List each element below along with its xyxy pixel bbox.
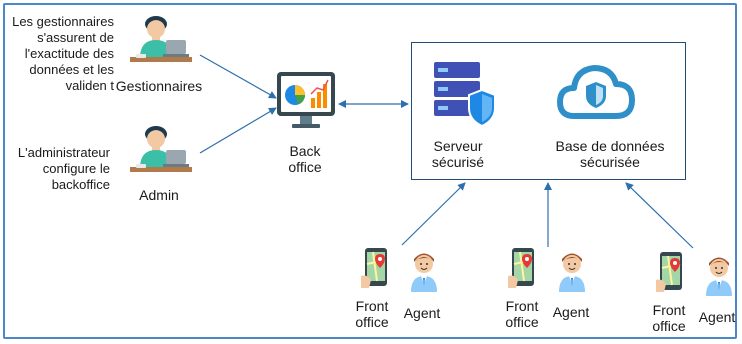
agent-label-3: Agent (698, 309, 736, 325)
front-office-phone-map-icon-2 (508, 248, 534, 288)
agent-avatar-icon-3 (706, 257, 732, 296)
front-office-label-2: Front office (505, 298, 539, 330)
secure-cloud-database-icon (557, 65, 635, 119)
arrow-managers-to-backoffice (199, 54, 277, 99)
admin-at-desk-icon (130, 126, 192, 172)
front-office-label-3: Front office (652, 302, 686, 334)
server-label: Serveur sécurisé (431, 138, 485, 170)
admin-label: Admin (139, 187, 179, 203)
arrow-admin-to-backoffice (199, 107, 277, 154)
agent-avatar-icon-2 (559, 253, 585, 292)
managers-note: Les gestionnaires s'assurent de l'exacti… (12, 14, 114, 93)
agent-avatar-icon-1 (411, 253, 437, 292)
managers-label: Gestionnaires (115, 78, 203, 94)
agent-label-2: Agent (552, 304, 590, 320)
secure-server-icon (434, 62, 496, 128)
arrow-front1-to-server (401, 182, 466, 246)
agent-label-1: Agent (403, 305, 441, 321)
manager-at-desk-icon (130, 16, 192, 62)
database-label: Base de données sécurisée (555, 138, 665, 170)
arrow-front3-to-server (625, 182, 694, 249)
admin-note: L'administrateur configure le backoffice (17, 145, 110, 192)
front-office-phone-map-icon-1 (361, 248, 387, 288)
front-office-label-1: Front office (355, 298, 389, 330)
diagram-frame (3, 3, 737, 339)
backoffice-monitor-icon (277, 72, 335, 128)
front-office-phone-map-icon-3 (656, 252, 682, 292)
backoffice-label: Back office (288, 143, 322, 175)
